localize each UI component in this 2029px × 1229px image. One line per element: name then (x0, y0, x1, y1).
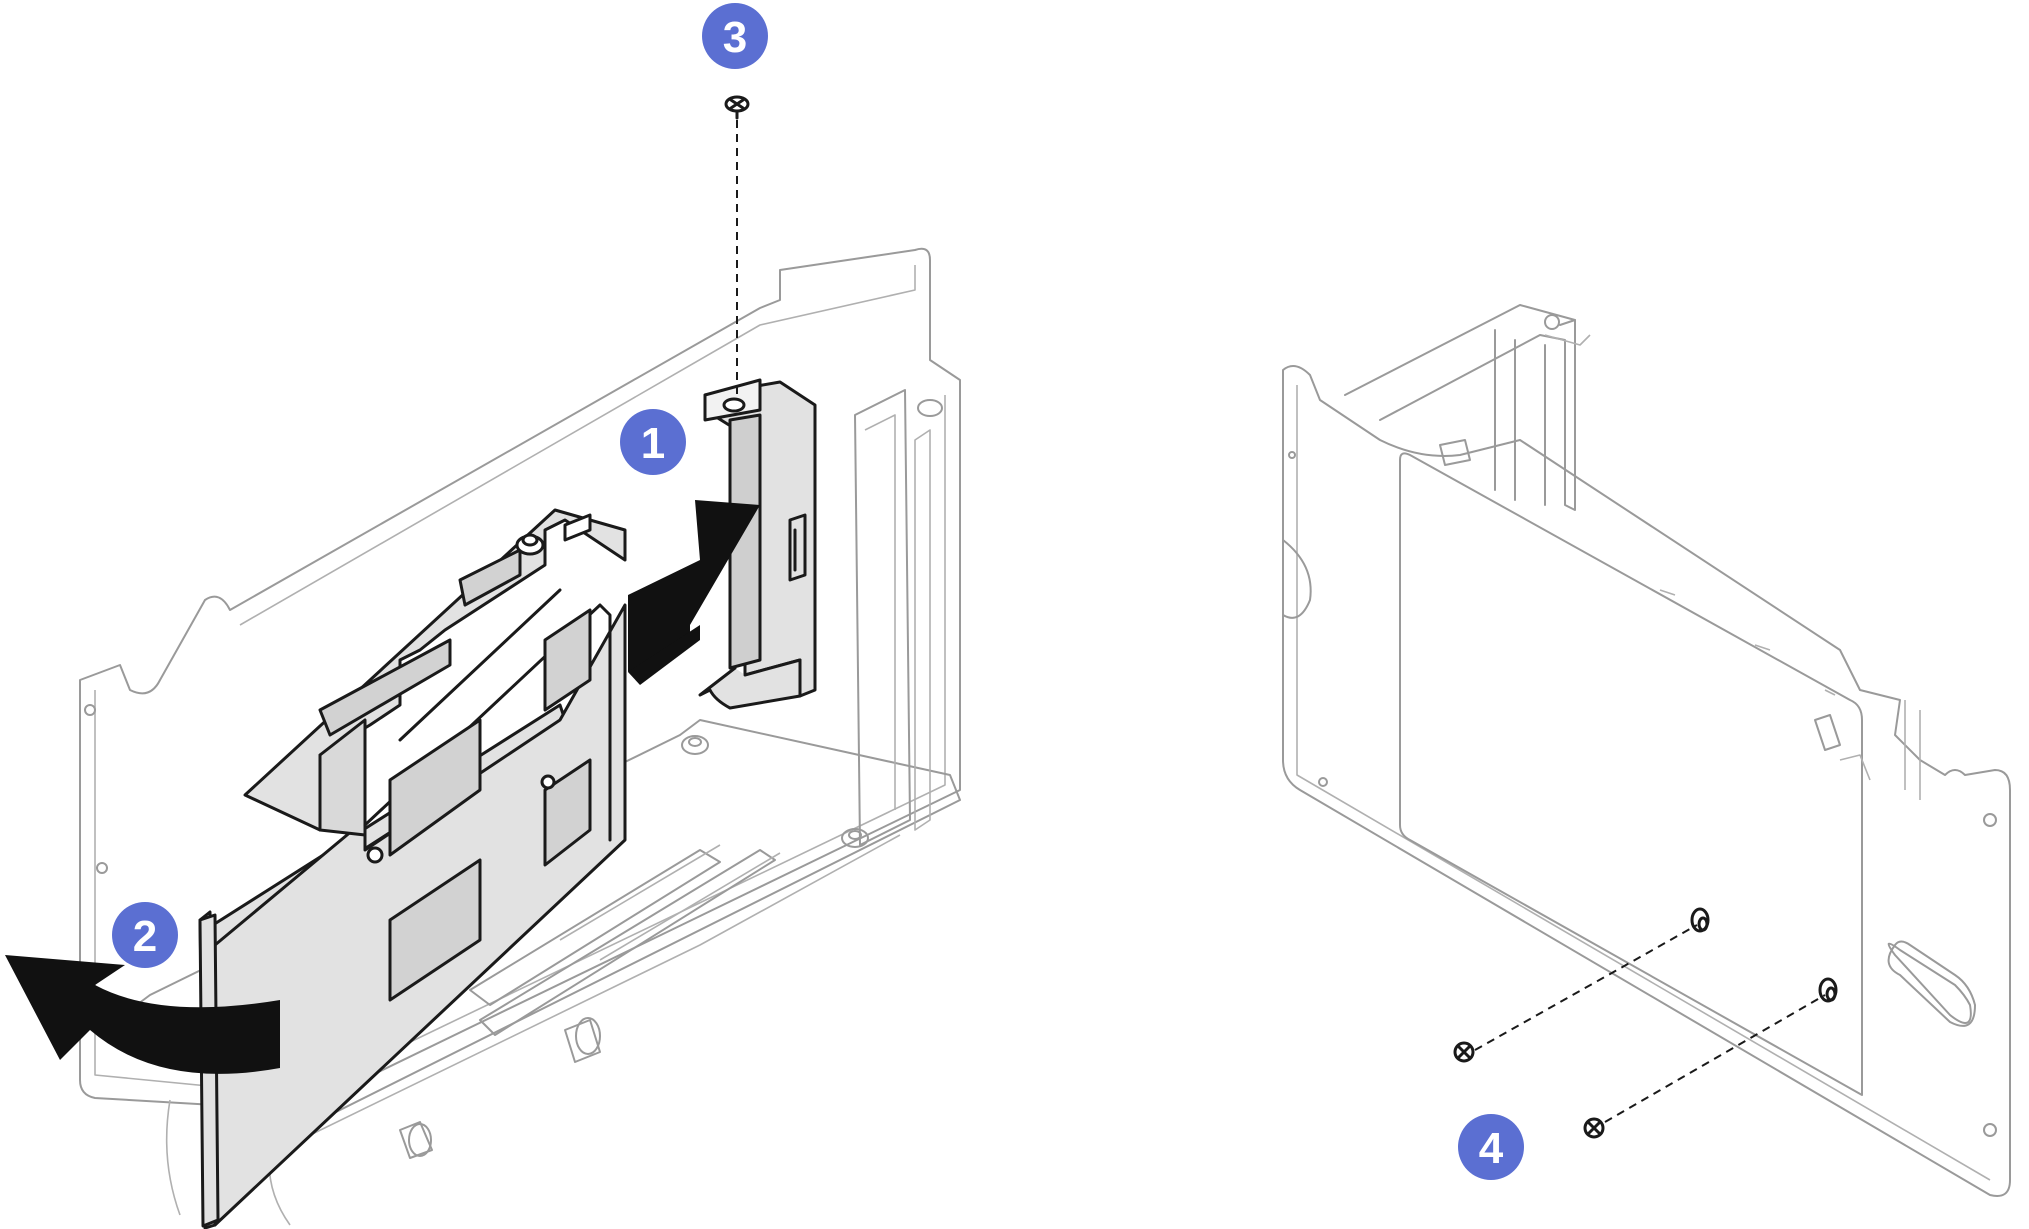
screw-icon (724, 95, 750, 120)
screw-icon (1583, 1117, 1605, 1139)
riser-cage-left (79, 247, 961, 1226)
standoff (841, 828, 869, 848)
callout-1: 1 (620, 409, 686, 475)
callout-2: 2 (112, 902, 178, 968)
screw-hole (1818, 977, 1838, 1003)
svg-text:3: 3 (723, 13, 747, 62)
svg-text:2: 2 (133, 912, 157, 961)
drive-bracket (698, 378, 817, 710)
standoff (681, 735, 709, 755)
drive-adapter (198, 508, 627, 1229)
riser-cage-right (1282, 304, 2011, 1197)
straight-arrow-icon (628, 500, 760, 685)
svg-text:4: 4 (1479, 1124, 1504, 1173)
screw-path-line (1604, 994, 1826, 1123)
callout-4: 4 (1458, 1114, 1524, 1180)
standoff (917, 399, 943, 417)
svg-text:1: 1 (641, 419, 665, 468)
screw-icon (1453, 1041, 1475, 1063)
screw-hole (1690, 907, 1710, 933)
screw-path-line (1474, 924, 1698, 1051)
curved-arrow-icon (5, 955, 280, 1074)
callout-3: 3 (702, 3, 768, 69)
